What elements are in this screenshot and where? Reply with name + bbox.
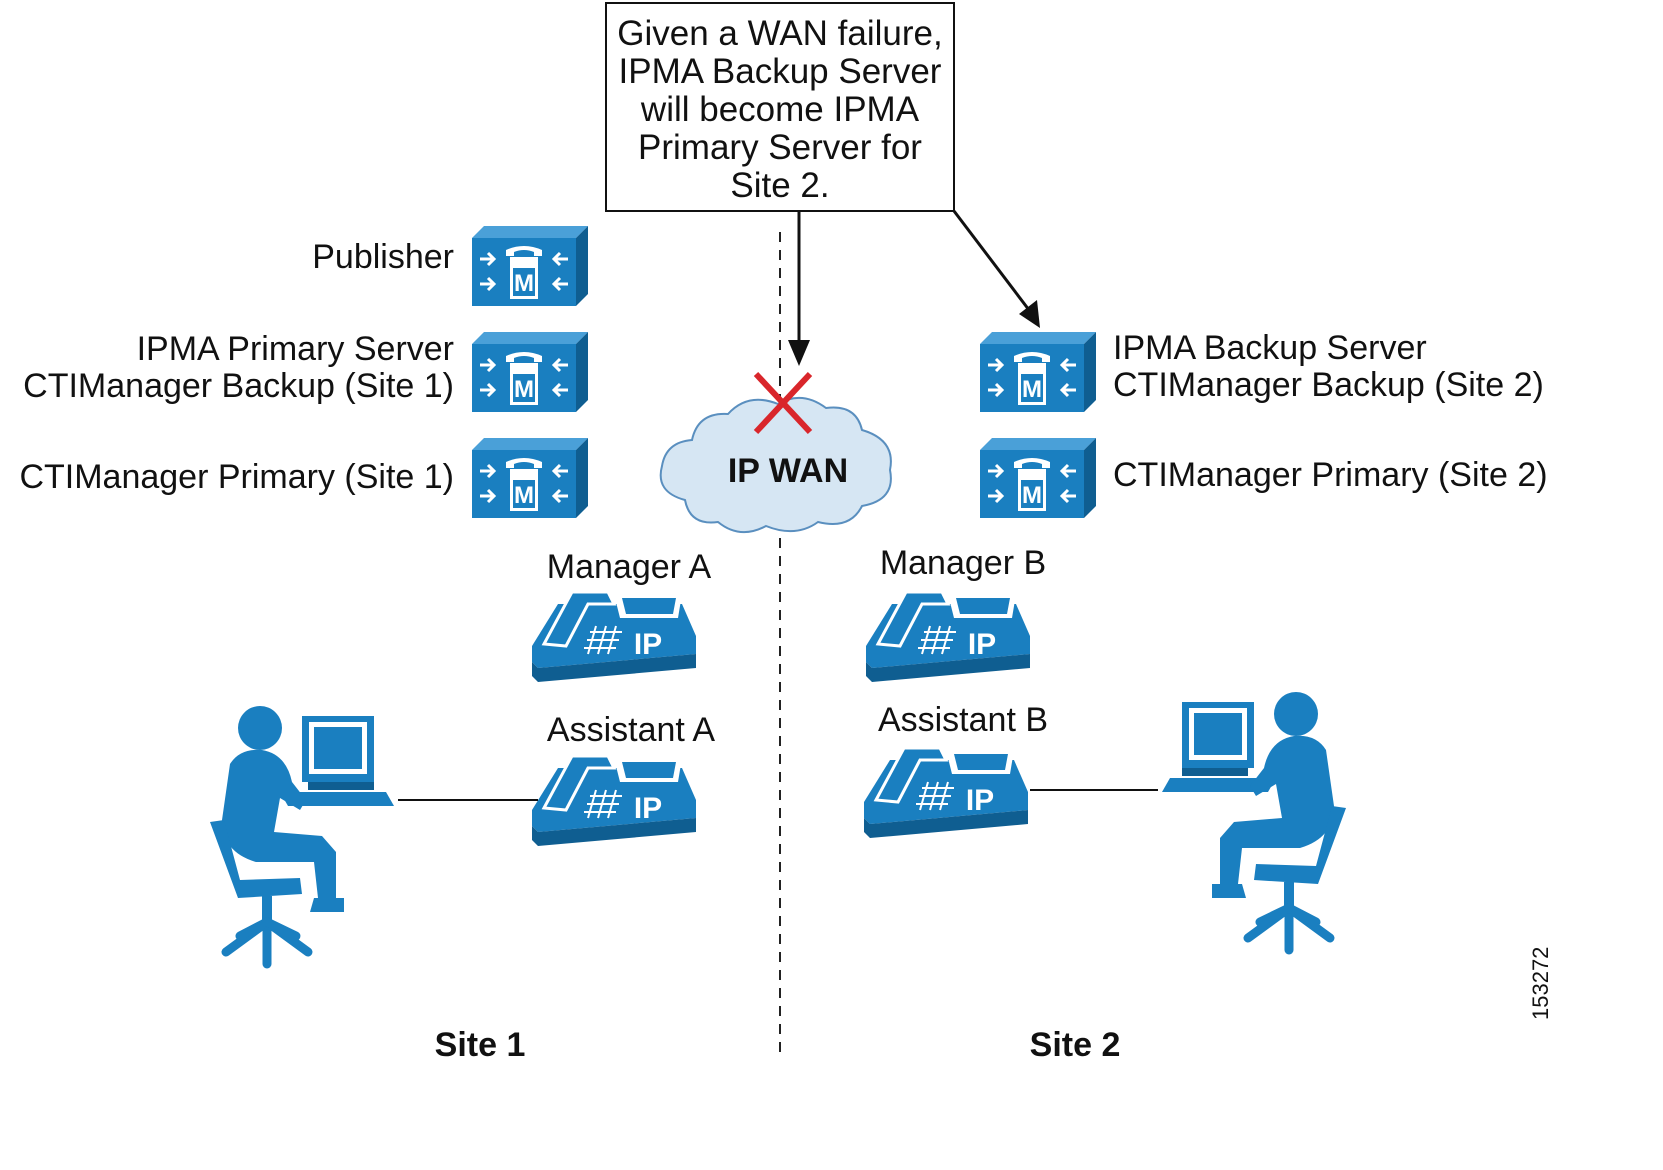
figure-id: 153272 [1528,947,1553,1020]
phone-label: Assistant B [878,701,1048,739]
ip-phone-icon [530,590,698,684]
callout-line: Given a WAN failure, [617,14,942,53]
server-label: CTIManager Backup (Site 1) [23,367,454,405]
ip-phone-icon [864,590,1032,684]
server-label: Publisher [312,238,454,276]
call-manager-server-icon [978,330,1098,414]
ip-wan-cloud: IP WAN [659,397,892,533]
assistant-b-phone: Assistant B IP [862,701,1048,840]
server-label: CTIManager Primary (Site 1) [19,458,454,496]
server-label: CTIManager Backup (Site 2) [1113,366,1544,404]
site2-ctimanager-primary-server: CTIManager Primary (Site 2) [978,436,1548,520]
site1-publisher-server: Publisher [312,224,590,308]
ip-phone-text: IP [634,792,662,825]
server-label: IPMA Primary Server [137,330,454,368]
ip-wan-label: IP WAN [728,452,848,490]
callout-arrow-to-backup-server [952,210,1040,328]
call-manager-server-icon [978,436,1098,520]
call-manager-server-icon [470,224,590,308]
call-manager-server-icon [470,330,590,414]
callout-line: Site 2. [730,166,829,205]
failure-callout: Given a WAN failure, IPMA Backup Server … [605,2,955,212]
ip-phone-text: IP [968,628,996,661]
ip-phone-icon [862,746,1030,840]
assistant-b-workstation-icon [1162,692,1346,950]
server-label: IPMA Backup Server [1113,329,1427,367]
ip-phone-text: IP [966,784,994,817]
phone-label: Assistant A [547,711,716,749]
callout-line: Primary Server for [638,128,922,167]
call-manager-server-icon [470,436,590,520]
manager-a-phone: Manager A IP [530,548,712,684]
wan-failure-x-icon [753,371,813,435]
ip-phone-text: IP [634,628,662,661]
site1-ctimanager-primary-server: CTIManager Primary (Site 1) [19,436,590,520]
server-label: CTIManager Primary (Site 2) [1113,456,1548,494]
phone-label: Manager B [880,544,1046,582]
site1-ipma-primary-server: IPMA Primary Server CTIManager Backup (S… [23,330,590,414]
phone-label: Manager A [547,548,712,586]
manager-b-phone: Manager B IP [864,544,1046,684]
callout-line: IPMA Backup Server [619,52,942,91]
site2-label: Site 2 [1030,1026,1121,1064]
assistant-a-phone: Assistant A IP [530,711,716,848]
callout-line: will become IPMA [640,90,920,129]
ip-phone-icon [530,754,698,848]
assistant-a-workstation-icon [210,706,394,964]
callout-arrow-to-wan [788,211,810,366]
site1-label: Site 1 [435,1026,526,1064]
site2-ipma-backup-server: IPMA Backup Server CTIManager Backup (Si… [978,329,1544,414]
